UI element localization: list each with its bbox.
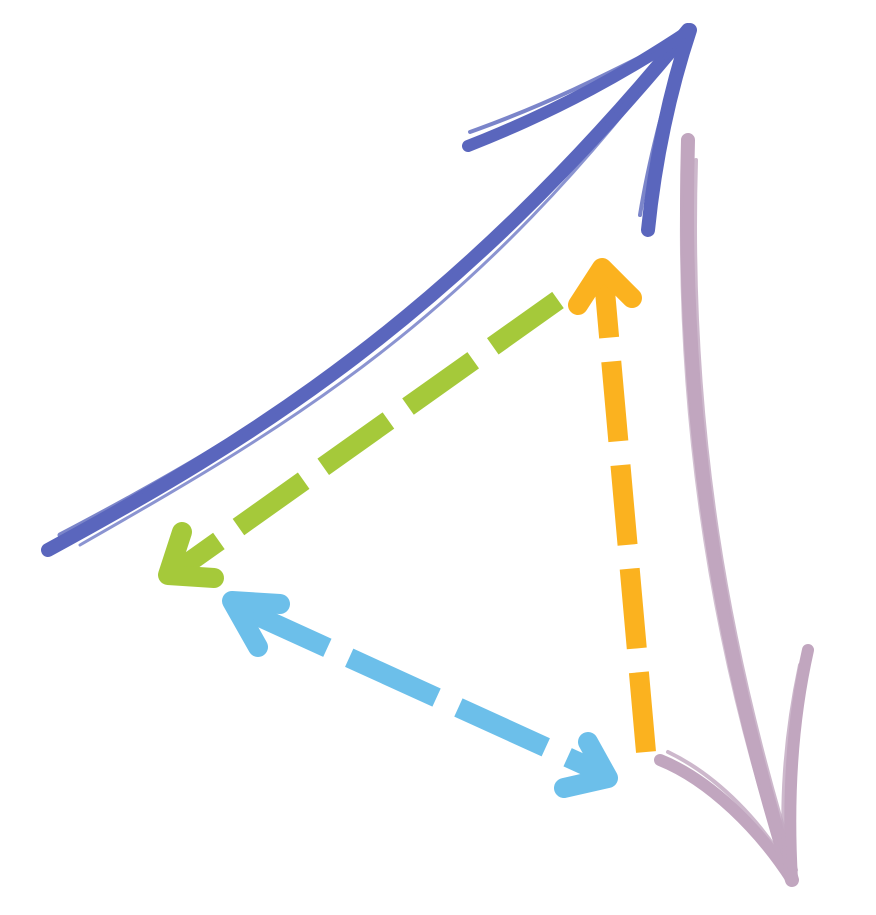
mauve-arrow-shaft-bristle <box>679 178 788 874</box>
mauve-arrow-shaft-bristle <box>693 158 798 872</box>
mauve-arrow-head-left-bristle <box>666 750 792 874</box>
orange-arrow-shaft <box>594 279 656 753</box>
mauve-arrow-head-left <box>654 754 798 886</box>
mauve-arrow-head-right <box>784 644 814 886</box>
blue-arrow-shaft-bristle <box>57 37 683 538</box>
green-arrow-head <box>158 522 224 588</box>
green-arrow-shaft <box>172 291 564 579</box>
dashed-double-arrow-icon <box>222 591 618 798</box>
blue-arrow-head-right-bristle <box>638 38 686 217</box>
blue-arrow-shaft-bristle <box>78 34 686 547</box>
dashed-arrow-down-left-icon <box>158 291 564 588</box>
blue-arrow-head-right <box>641 23 697 237</box>
orange-arrow-head <box>568 258 642 315</box>
brushstroke-arrow-up-right-icon <box>41 23 697 557</box>
mauve-arrow-head-right-bristle <box>781 663 802 874</box>
sky-arrow-shaft <box>235 598 605 782</box>
sky-arrow-head-right <box>554 732 618 798</box>
sky-arrow-head-left <box>222 591 290 657</box>
brushstroke-arrow-down-icon <box>654 133 814 887</box>
dashed-arrow-up-icon <box>568 258 656 753</box>
mauve-arrow-shaft <box>680 133 799 887</box>
blue-arrow-head-left-bristle <box>468 32 688 134</box>
